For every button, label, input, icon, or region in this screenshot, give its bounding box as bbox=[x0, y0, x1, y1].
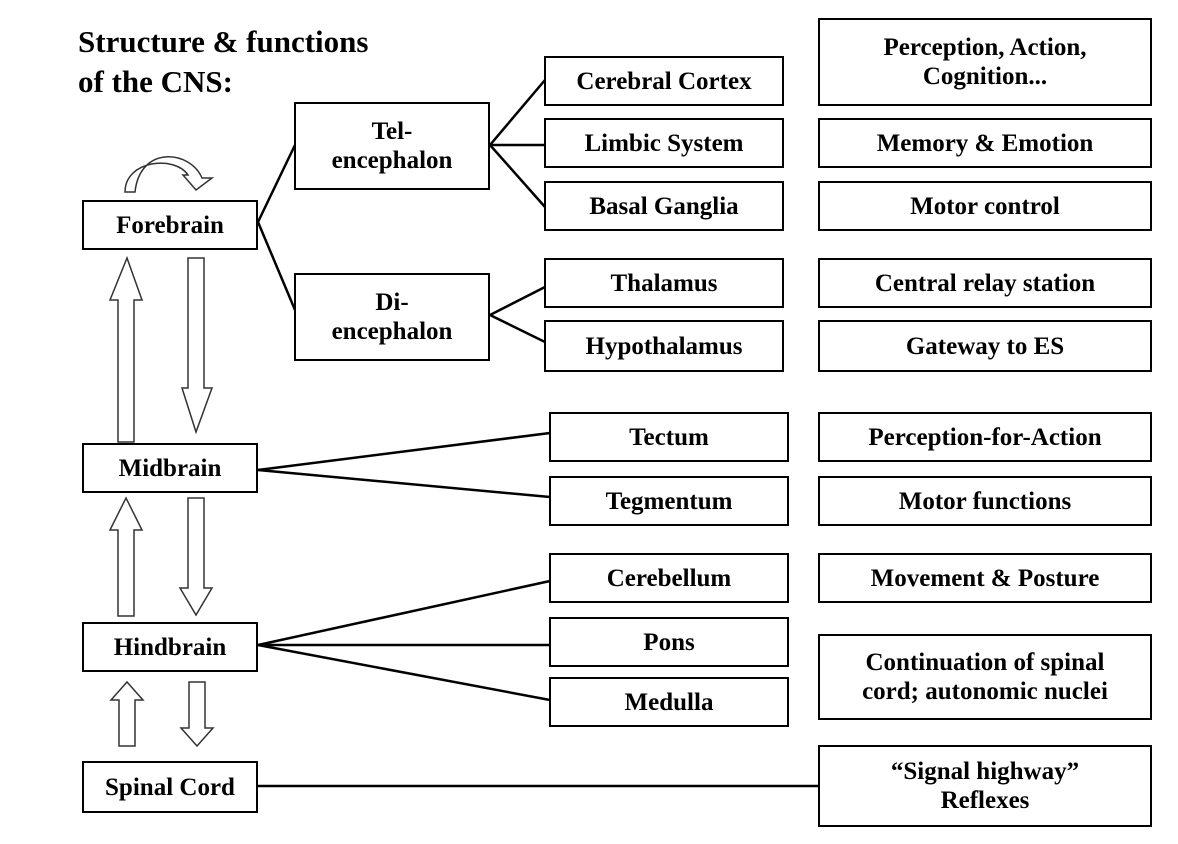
down-arrow-icon bbox=[179, 681, 215, 748]
label-tectum: Tectum bbox=[629, 423, 709, 451]
curved-arrow-icon bbox=[124, 156, 215, 193]
connector-forebrain-diencephalon bbox=[256, 221, 297, 311]
box-diencephalon: Di- encephalon bbox=[294, 273, 490, 361]
label-function-spinal-cord: “Signal highway” Reflexes bbox=[890, 758, 1080, 814]
box-function-basal-ganglia: Motor control bbox=[818, 181, 1152, 231]
connector-tel-cortex bbox=[489, 79, 546, 146]
label-diencephalon: Di- encephalon bbox=[331, 289, 453, 345]
label-function-tectum: Perception-for-Action bbox=[868, 423, 1102, 451]
box-cerebellum: Cerebellum bbox=[549, 553, 789, 603]
label-pons: Pons bbox=[643, 628, 695, 656]
box-function-cerebellum: Movement & Posture bbox=[818, 553, 1152, 603]
up-arrow-icon bbox=[108, 255, 144, 443]
down-arrow-icon bbox=[180, 257, 214, 435]
connector-hind-medulla bbox=[257, 643, 551, 702]
box-hindbrain: Hindbrain bbox=[82, 622, 258, 672]
box-function-cerebral-cortex: Perception, Action, Cognition... bbox=[818, 18, 1152, 106]
box-medulla: Medulla bbox=[549, 677, 789, 727]
connector-di-thalamus bbox=[489, 285, 546, 317]
label-forebrain: Forebrain bbox=[116, 211, 224, 239]
connector-mid-tectum bbox=[257, 431, 551, 472]
label-function-cerebral-cortex: Perception, Action, Cognition... bbox=[883, 34, 1087, 90]
down-arrow-icon bbox=[178, 497, 214, 617]
label-tegmentum: Tegmentum bbox=[605, 487, 733, 515]
box-function-hypothalamus: Gateway to ES bbox=[818, 320, 1152, 372]
box-function-limbic-system: Memory & Emotion bbox=[818, 118, 1152, 168]
label-function-pons-medulla: Continuation of spinal cord; autonomic n… bbox=[862, 649, 1108, 705]
box-spinal-cord: Spinal Cord bbox=[82, 761, 258, 813]
box-pons: Pons bbox=[549, 617, 789, 667]
label-function-thalamus: Central relay station bbox=[874, 269, 1096, 297]
label-function-basal-ganglia: Motor control bbox=[910, 192, 1060, 220]
title-line-2: of the CNS: bbox=[78, 64, 233, 99]
box-function-pons-medulla: Continuation of spinal cord; autonomic n… bbox=[818, 634, 1152, 720]
label-hypothalamus: Hypothalamus bbox=[585, 332, 743, 360]
box-hypothalamus: Hypothalamus bbox=[544, 320, 784, 372]
box-midbrain: Midbrain bbox=[82, 443, 258, 493]
label-midbrain: Midbrain bbox=[118, 454, 222, 482]
box-basal-ganglia: Basal Ganglia bbox=[544, 181, 784, 231]
label-cerebellum: Cerebellum bbox=[606, 564, 732, 592]
up-arrow-icon bbox=[109, 680, 145, 747]
box-function-thalamus: Central relay station bbox=[818, 258, 1152, 308]
connector-forebrain-telencephalon bbox=[256, 144, 297, 223]
label-function-limbic-system: Memory & Emotion bbox=[876, 129, 1094, 157]
label-function-hypothalamus: Gateway to ES bbox=[905, 332, 1065, 360]
connector-mid-tegmentum bbox=[257, 468, 551, 499]
box-function-tectum: Perception-for-Action bbox=[818, 412, 1152, 462]
label-medulla: Medulla bbox=[624, 688, 714, 716]
box-forebrain: Forebrain bbox=[82, 200, 258, 250]
box-limbic-system: Limbic System bbox=[544, 118, 784, 168]
label-spinal-cord: Spinal Cord bbox=[105, 773, 235, 801]
connector-hind-cerebellum bbox=[257, 579, 551, 647]
up-arrow-icon bbox=[108, 496, 144, 617]
box-function-tegmentum: Motor functions bbox=[818, 476, 1152, 526]
label-limbic-system: Limbic System bbox=[584, 129, 744, 157]
label-function-cerebellum: Movement & Posture bbox=[870, 564, 1100, 592]
connector-di-hypothalamus bbox=[489, 313, 546, 344]
connector-tel-basal bbox=[489, 144, 546, 208]
box-cerebral-cortex: Cerebral Cortex bbox=[544, 56, 784, 106]
box-tegmentum: Tegmentum bbox=[549, 476, 789, 526]
diagram-title: Structure & functions of the CNS: bbox=[78, 22, 368, 102]
label-cerebral-cortex: Cerebral Cortex bbox=[576, 67, 752, 95]
box-thalamus: Thalamus bbox=[544, 258, 784, 308]
label-function-tegmentum: Motor functions bbox=[898, 487, 1072, 515]
title-line-1: Structure & functions bbox=[78, 24, 369, 59]
label-hindbrain: Hindbrain bbox=[113, 633, 227, 661]
box-tectum: Tectum bbox=[549, 412, 789, 462]
box-telencephalon: Tel- encephalon bbox=[294, 102, 490, 190]
box-function-spinal-cord: “Signal highway” Reflexes bbox=[818, 745, 1152, 827]
label-thalamus: Thalamus bbox=[610, 269, 718, 297]
label-basal-ganglia: Basal Ganglia bbox=[589, 192, 739, 220]
label-telencephalon: Tel- encephalon bbox=[331, 118, 453, 174]
